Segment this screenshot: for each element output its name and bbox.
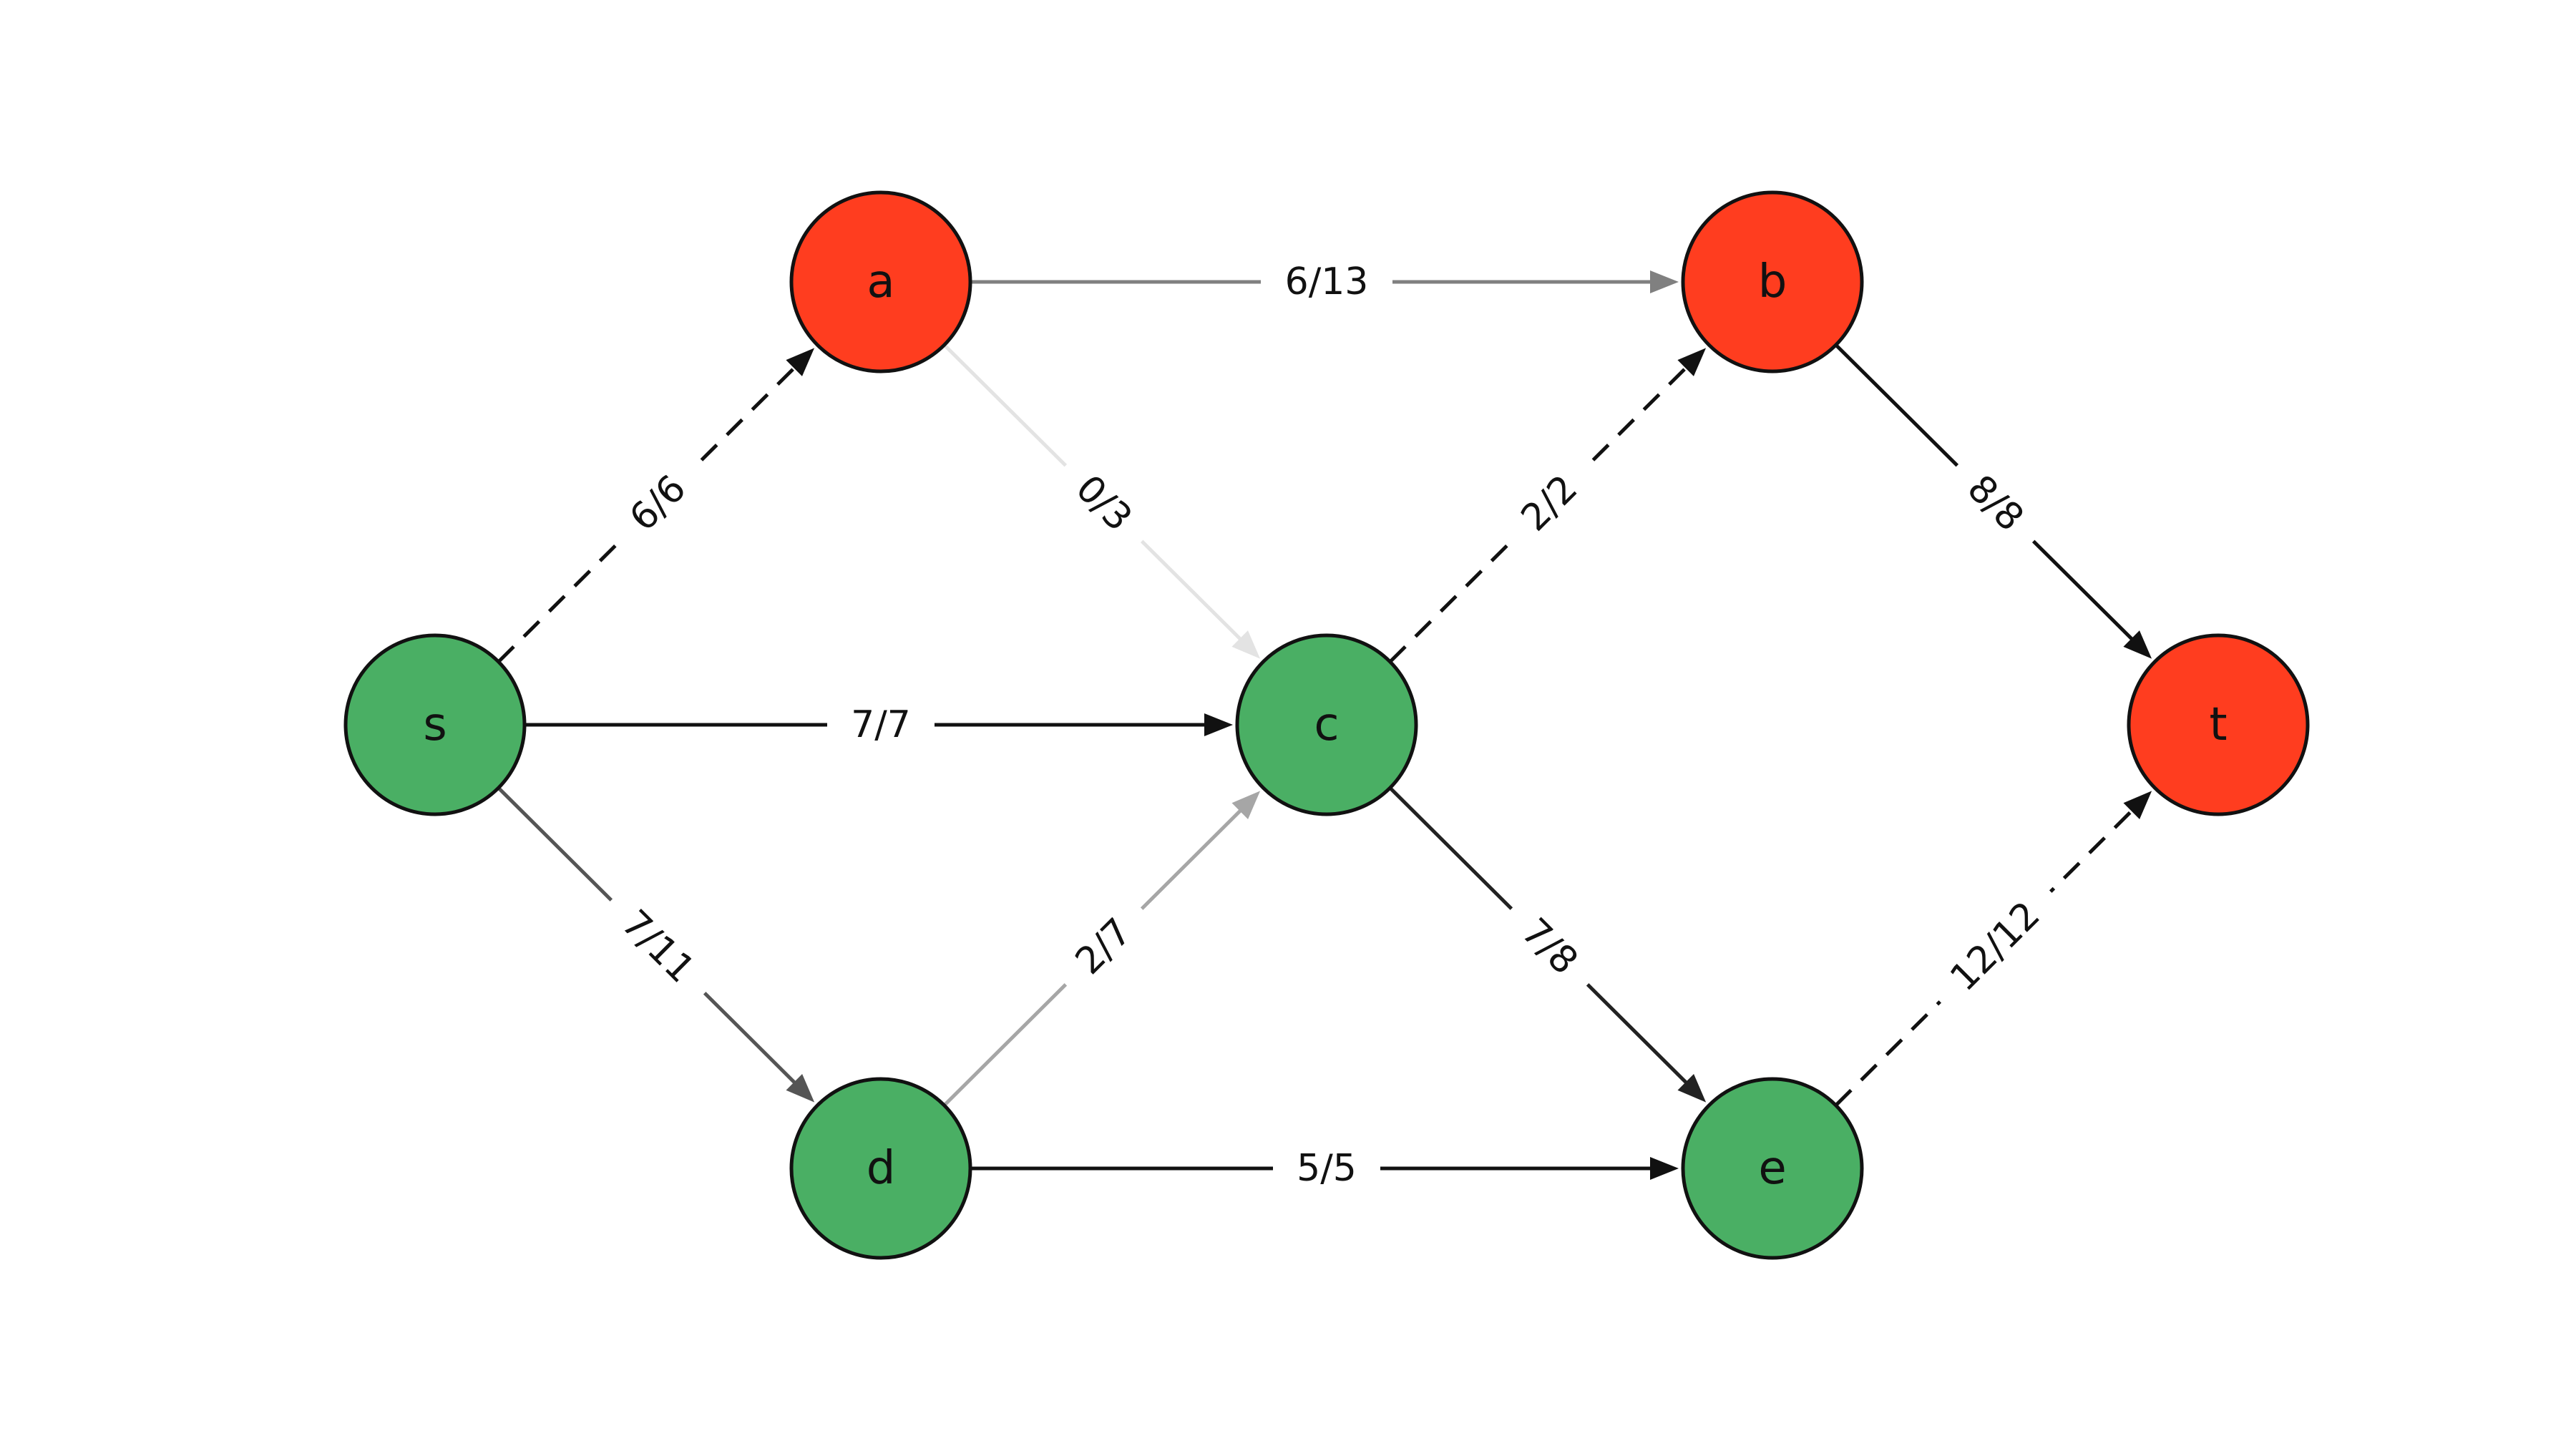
edge-label-s-c: 7/7 — [851, 703, 911, 746]
node-circle-d — [789, 1077, 972, 1260]
node-circle-a — [789, 190, 972, 373]
edge-label-bg-c-e — [1494, 891, 1605, 1002]
edge-label-bg-s-d — [594, 883, 722, 1010]
edge-label-bg-c-b — [1494, 448, 1605, 559]
node-t: t — [2127, 633, 2310, 816]
node-circle-c — [1235, 633, 1418, 816]
edge-label-bg-a-b — [1261, 258, 1392, 306]
arrowhead-a-c — [1231, 630, 1261, 659]
arrowhead-b-t — [2123, 630, 2152, 659]
edge-a-b: 6/13 — [970, 258, 1679, 306]
edge-label-group-d-e: 5/5 — [1273, 1144, 1380, 1193]
node-circle-b — [1681, 190, 1864, 373]
node-label-d: d — [867, 1142, 896, 1195]
edge-d-e: 5/5 — [970, 1144, 1679, 1193]
node-c: c — [1235, 633, 1418, 816]
arrowhead-d-c — [1231, 791, 1261, 819]
edge-label-bg-a-c — [1048, 448, 1159, 559]
edge-label-d-e: 5/5 — [1297, 1147, 1357, 1190]
node-label-c: c — [1314, 698, 1339, 751]
edge-label-a-b: 6/13 — [1285, 260, 1369, 303]
node-label-b: b — [1758, 255, 1787, 308]
edge-label-bg-d-e — [1273, 1144, 1380, 1193]
node-circle-e — [1681, 1077, 1864, 1260]
node-label-a: a — [867, 255, 894, 308]
arrowhead-s-a — [786, 348, 815, 376]
node-s: s — [343, 633, 527, 816]
arrowhead-s-d — [786, 1074, 815, 1103]
arrowhead-a-b — [1650, 270, 1679, 293]
arrowhead-c-b — [1677, 348, 1707, 376]
edge-label-bg-s-c — [827, 700, 935, 749]
arrowhead-d-e — [1650, 1157, 1679, 1180]
edge-label-bg-s-a — [602, 448, 713, 559]
edge-label-group-a-b: 6/13 — [1261, 258, 1392, 306]
node-label-t: t — [2209, 698, 2227, 751]
arrowhead-e-t — [2123, 791, 2152, 819]
node-d: d — [789, 1077, 972, 1260]
edge-a-c: 0/3 — [942, 343, 1261, 659]
node-circle-t — [2127, 633, 2310, 816]
edge-s-c: 7/7 — [525, 700, 1233, 749]
node-label-s: s — [423, 698, 447, 751]
arrowhead-c-e — [1677, 1074, 1707, 1103]
node-label-e: e — [1758, 1142, 1786, 1195]
edge-label-group-s-c: 7/7 — [827, 700, 935, 749]
node-b: b — [1681, 190, 1864, 373]
node-circle-s — [343, 633, 527, 816]
nodes-layer: s a b c d e t — [343, 190, 2310, 1260]
node-e: e — [1681, 1077, 1864, 1260]
edge-label-bg-b-t — [1940, 448, 2051, 559]
arrowhead-s-c — [1204, 713, 1233, 736]
node-a: a — [789, 190, 972, 373]
edge-label-bg-d-c — [1048, 891, 1159, 1002]
edge-label-bg-e-t — [1923, 874, 2068, 1019]
